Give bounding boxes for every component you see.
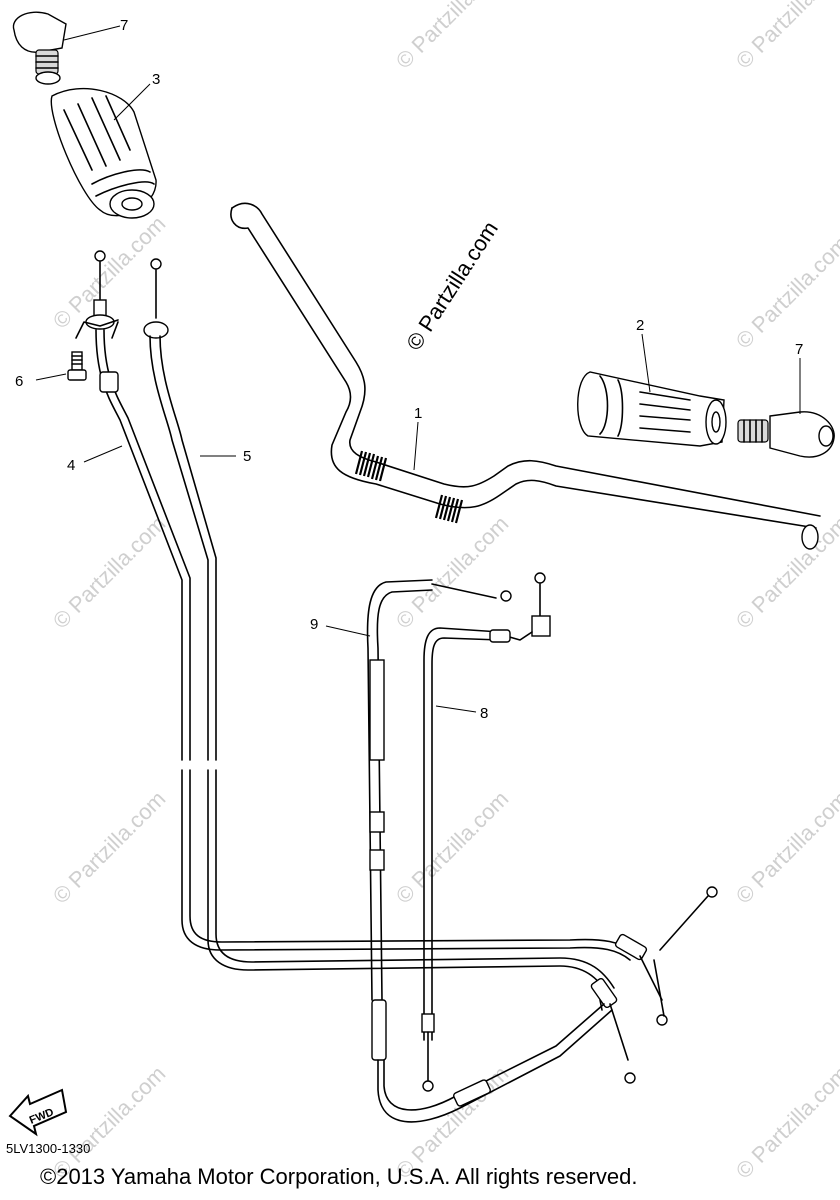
diagram-code: 5LV1300-1330 — [6, 1141, 91, 1156]
watermark: © Partzilla.com — [731, 511, 840, 634]
screw-part-6[interactable] — [67, 351, 87, 381]
cable-part-4[interactable] — [75, 250, 668, 1026]
callout-1: 1 — [414, 405, 422, 422]
callout-layer: 7 3 1 2 7 6 4 5 9 8 — [15, 17, 803, 722]
watermark: © Partzilla.com — [391, 0, 514, 74]
watermark-layer: © Partzilla.com © Partzilla.com © Partzi… — [48, 0, 840, 1184]
watermark: © Partzilla.com — [731, 786, 840, 909]
watermark: © Partzilla.com — [731, 231, 840, 354]
grip-left-part-3[interactable] — [50, 87, 157, 219]
handlebar-part-1[interactable] — [230, 202, 821, 550]
watermark: © Partzilla.com — [48, 211, 171, 334]
callout-8: 8 — [480, 705, 488, 722]
knurl-band — [354, 450, 464, 524]
cable-part-8[interactable] — [421, 627, 511, 1092]
fwd-arrow-badge: FWD — [8, 1088, 68, 1137]
partzilla-stamp: © Partzilla.com — [401, 217, 503, 355]
callout-7-left: 7 — [120, 17, 128, 34]
callout-9: 9 — [310, 616, 318, 633]
watermark: © Partzilla.com — [391, 786, 514, 909]
callout-2: 2 — [636, 317, 644, 334]
bar-end-left-part-7[interactable] — [12, 11, 67, 85]
callout-4: 4 — [67, 457, 75, 474]
callout-6: 6 — [15, 373, 23, 390]
callout-3: 3 — [152, 71, 160, 88]
watermark: © Partzilla.com — [48, 511, 171, 634]
watermark: © Partzilla.com — [731, 1061, 840, 1184]
cable-part-5[interactable] — [143, 258, 636, 1084]
watermark: © Partzilla.com — [391, 511, 514, 634]
callout-5: 5 — [243, 448, 251, 465]
cable-part-9[interactable] — [366, 572, 718, 1123]
watermark: © Partzilla.com — [48, 786, 171, 909]
watermark: © Partzilla.com — [731, 0, 840, 74]
callout-7-right: 7 — [795, 341, 803, 358]
grip-right-part-2[interactable] — [577, 371, 727, 447]
bar-end-right-part-7[interactable] — [737, 411, 835, 458]
copyright-notice: ©2013 Yamaha Motor Corporation, U.S.A. A… — [40, 1164, 638, 1189]
leader-lines — [35, 25, 801, 713]
